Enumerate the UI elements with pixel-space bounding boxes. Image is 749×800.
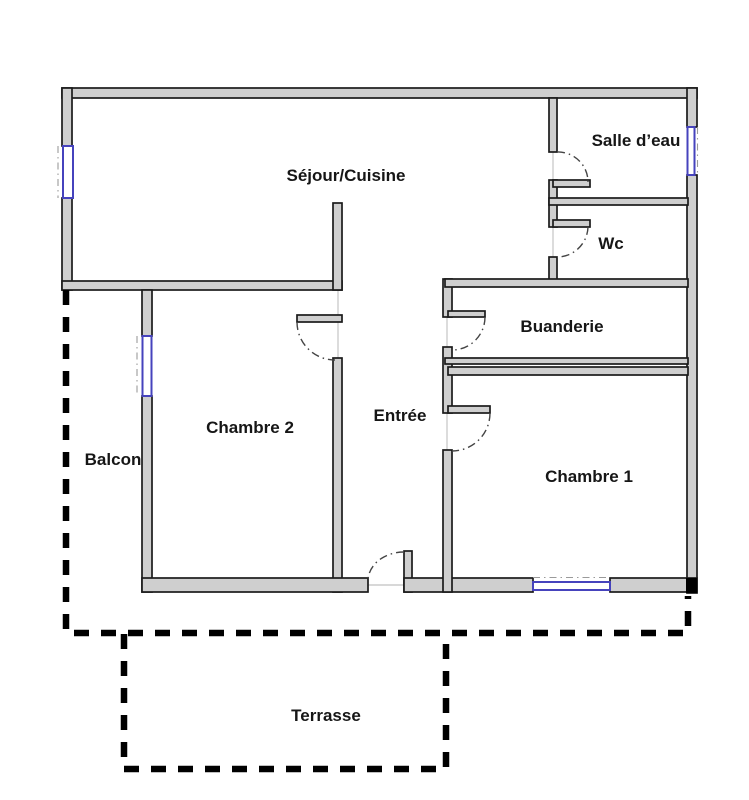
label-buanderie: Buanderie (520, 317, 603, 336)
wall-exterior-bottom-mid (403, 577, 534, 593)
wall-sejour-bottom (61, 280, 343, 291)
wall-sejour-entree-divider (332, 202, 343, 291)
door-arc-chambre-2 (296, 321, 336, 361)
door-leaf-chambre-1 (447, 405, 491, 414)
door-leaf-buanderie (447, 310, 486, 318)
door-arc-entrance (367, 551, 405, 582)
wall-exterior-bottom-right (609, 577, 698, 593)
wall-exterior-left-lower (61, 197, 73, 291)
window-chambre2-left (141, 335, 153, 397)
door-leaf-salle-deau (552, 179, 591, 188)
label-entree: Entrée (374, 406, 427, 425)
wall-exterior-left-upper (61, 87, 73, 147)
wall-chambre2-left-upper (141, 289, 153, 337)
wall-exterior-right-upper (686, 87, 698, 128)
wall-chambre2-right (332, 357, 343, 593)
balcon-boundary (62, 290, 692, 637)
wall-chambre2-left-lower (141, 395, 153, 593)
wall-entree-right-mid (442, 346, 453, 414)
door-thresholds (337, 152, 554, 586)
window-chambre1-bottom (532, 581, 611, 591)
windows (57, 126, 699, 591)
door-arc-salle-deau (556, 151, 589, 183)
label-chambre-2: Chambre 2 (206, 418, 294, 437)
wall-chambre1-top (447, 366, 689, 376)
room-labels: Séjour/Cuisine Salle d’eau Wc Buanderie … (85, 131, 681, 725)
label-sejour-cuisine: Séjour/Cuisine (286, 166, 405, 185)
wall-salle-deau-wc-divider (548, 197, 689, 206)
door-arc-chambre-1 (451, 412, 491, 452)
wall-exterior-right-lower (686, 174, 698, 594)
wall-exterior-bottom-left (141, 577, 369, 593)
label-balcon: Balcon (85, 450, 142, 469)
wall-exterior-top (61, 87, 698, 99)
door-arc-buanderie (451, 316, 486, 351)
label-salle-deau: Salle d’eau (592, 131, 681, 150)
wall-salle-deau-left (548, 97, 558, 153)
wall-buanderie-top (444, 278, 689, 288)
door-leaf-wc (552, 219, 591, 228)
wall-entree-right-lower (442, 449, 453, 593)
corner-cap-bottom-right (686, 578, 697, 593)
wall-buanderie-bottom (444, 357, 689, 365)
outdoor-boundaries (62, 290, 692, 773)
window-salle-deau-right (686, 126, 696, 176)
label-wc: Wc (598, 234, 624, 253)
walls (61, 87, 698, 594)
label-terrasse: Terrasse (291, 706, 361, 725)
door-swings (296, 151, 589, 582)
door-arc-wc (556, 226, 589, 258)
label-chambre-1: Chambre 1 (545, 467, 633, 486)
terrasse-boundary (120, 634, 450, 773)
door-leaf-chambre-2 (296, 314, 343, 323)
window-sejour-left (62, 145, 74, 199)
